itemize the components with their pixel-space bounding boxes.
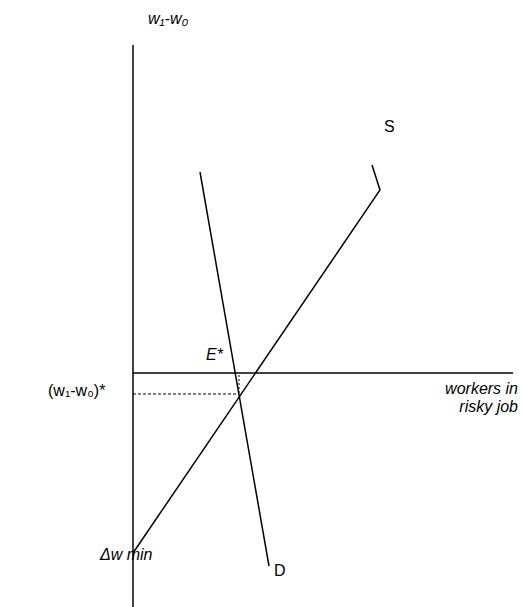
equilibrium-wage-label: (w₁-w₀)* [48, 382, 105, 400]
minimum-wage-label: Δw min [100, 546, 153, 564]
equilibrium-quantity-line [239, 375, 240, 394]
axis-title: workers in risky job [430, 380, 518, 417]
vertical-axis [132, 45, 134, 607]
axis-title: w₁-w₀ [148, 10, 188, 28]
curve-label: S [384, 118, 395, 136]
curve-label: D [274, 562, 286, 580]
demand-curve [200, 172, 269, 566]
equilibrium-label: E* [206, 346, 223, 364]
equilibrium-wage-line [133, 394, 239, 395]
horizontal-axis [133, 372, 513, 374]
